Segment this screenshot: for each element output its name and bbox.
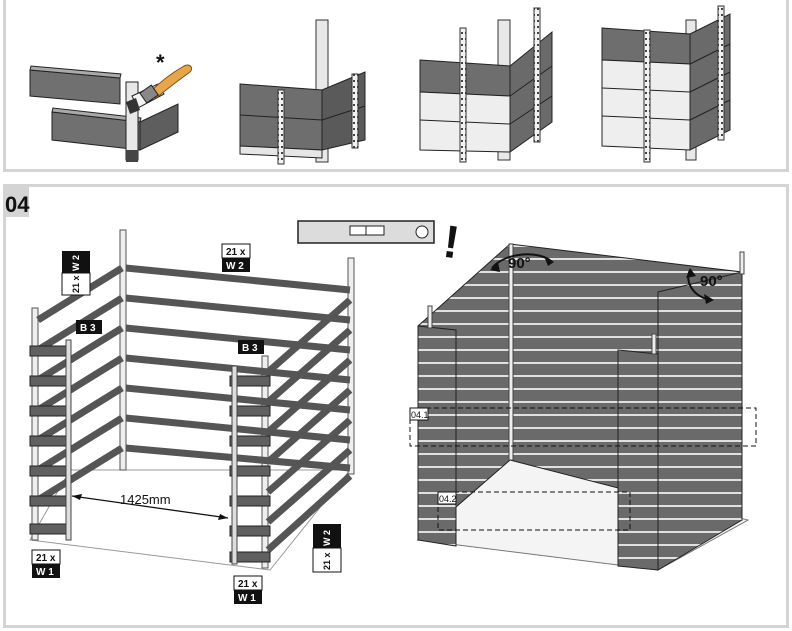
callout-label-1: 04.1 (411, 410, 429, 420)
part-label-w2-left: 21 x W 2 (61, 251, 91, 296)
callout-label-2: 04.2 (439, 494, 457, 504)
svg-text:21 x: 21 x (226, 247, 246, 258)
spirit-level-icon (297, 220, 435, 244)
callout-box-1 (409, 407, 757, 447)
svg-text:B 3: B 3 (242, 343, 258, 354)
part-label-w2-back: 21 x W 2 (221, 243, 251, 272)
brush-icon (139, 64, 193, 104)
part-label-b3-right: B 3 (238, 340, 264, 354)
svg-text:W 2: W 2 (322, 530, 332, 546)
angle-label-left: 90° (508, 255, 531, 272)
asterisk-mark: * (156, 50, 165, 75)
warning-mark: ! (440, 215, 462, 269)
part-label-w1-right: 21 x W 1 (233, 575, 263, 604)
svg-text:21 x: 21 x (71, 275, 81, 293)
svg-text:21 x: 21 x (36, 553, 56, 564)
svg-text:21 x: 21 x (238, 579, 258, 590)
svg-text:B 3: B 3 (80, 323, 96, 334)
angle-label-right: 90° (700, 273, 723, 290)
dimension-line (71, 495, 229, 519)
part-label-b3-left: B 3 (76, 320, 102, 334)
svg-text:W 1: W 1 (36, 567, 54, 578)
step-04-panel (3, 184, 789, 628)
svg-text:W 2: W 2 (226, 261, 244, 272)
svg-text:W 1: W 1 (238, 593, 256, 604)
stage-2-first-corner (239, 19, 366, 165)
svg-text:W 2: W 2 (71, 255, 81, 271)
assembled-structure (409, 242, 757, 571)
part-label-w2-right: 21 x W 2 (312, 524, 342, 573)
callout-box-2 (437, 491, 631, 531)
stage-3-second-layer (419, 7, 553, 163)
stage-1-paint-boards (29, 65, 179, 162)
step-number-badge (3, 187, 29, 217)
dimension-label: 1425mm (120, 492, 171, 507)
stage-4-full-walls (601, 5, 731, 163)
step-number: 04 (5, 192, 30, 217)
frame-diagram (29, 229, 355, 571)
part-label-w1-left: 21 x W 1 (31, 549, 61, 578)
svg-text:21 x: 21 x (322, 552, 332, 570)
top-step-panel (3, 0, 789, 172)
